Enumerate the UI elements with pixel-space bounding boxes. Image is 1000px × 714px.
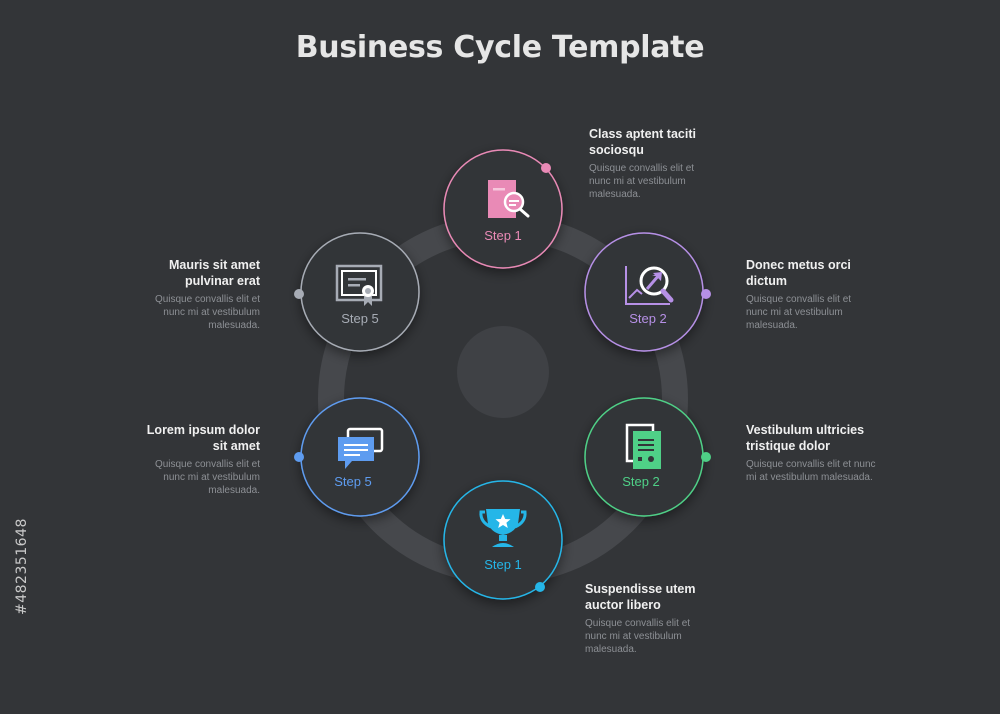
document-search-icon	[488, 180, 530, 218]
step-label-lower-right: Step 2	[622, 474, 660, 489]
documents-icon	[625, 423, 661, 469]
step-heading-lower-right: Vestibulum ultricies tristique dolor	[746, 423, 865, 453]
step-description-bottom: Quisque convallis elit et nunc mi at ves…	[585, 618, 691, 655]
step-label-top: Step 1	[484, 228, 522, 243]
connector-dot-top	[541, 163, 551, 173]
chart-magnifier-icon	[625, 266, 674, 305]
step-node-upper-left[interactable]	[300, 232, 420, 352]
connector-dot-lower-left	[294, 452, 304, 462]
center-dot	[457, 326, 549, 418]
connector-dot-upper-left	[294, 289, 304, 299]
step-heading-lower-left: Lorem ipsum dolor sit amet	[146, 423, 260, 453]
step-label-upper-right: Step 2	[629, 311, 667, 326]
step-description-lower-left: Quisque convallis elit et nunc mi at ves…	[154, 459, 260, 496]
text-block-lower-right: Vestibulum ultricies tristique dolor Qui…	[746, 422, 876, 484]
connector-dot-bottom	[535, 582, 545, 592]
connector-dot-lower-right	[701, 452, 711, 462]
step-description-lower-right: Quisque convallis elit et nunc mi at ves…	[746, 459, 876, 483]
step-node-upper-right[interactable]	[584, 232, 704, 352]
text-block-upper-right: Donec metus orci dictum Quisque convalli…	[746, 257, 866, 332]
text-block-bottom: Suspendisse utem auctor libero Quisque c…	[585, 581, 705, 656]
page-title: Business Cycle Template	[295, 30, 705, 65]
text-block-lower-left: Lorem ipsum dolor sit amet Quisque conva…	[140, 422, 260, 497]
certificate-icon	[335, 264, 383, 306]
chat-bubbles-icon	[338, 427, 384, 469]
step-label-bottom: Step 1	[484, 557, 522, 572]
connector-dot-upper-right	[701, 289, 711, 299]
step-heading-upper-left: Mauris sit amet pulvinar erat	[168, 258, 260, 288]
step-description-top: Quisque convallis elit et nunc mi at ves…	[589, 163, 695, 200]
step-label-upper-left: Step 5	[341, 311, 379, 326]
step-description-upper-right: Quisque convallis elit et nunc mi at ves…	[746, 294, 852, 331]
step-description-upper-left: Quisque convallis elit et nunc mi at ves…	[154, 294, 260, 331]
step-heading-top: Class aptent taciti sociosqu	[589, 127, 696, 157]
step-heading-bottom: Suspendisse utem auctor libero	[585, 582, 696, 612]
step-label-lower-left: Step 5	[334, 474, 372, 489]
text-block-top: Class aptent taciti sociosqu Quisque con…	[589, 126, 707, 201]
text-block-upper-left: Mauris sit amet pulvinar erat Quisque co…	[140, 257, 260, 332]
step-heading-upper-right: Donec metus orci dictum	[746, 258, 851, 288]
trophy-icon	[479, 509, 527, 547]
